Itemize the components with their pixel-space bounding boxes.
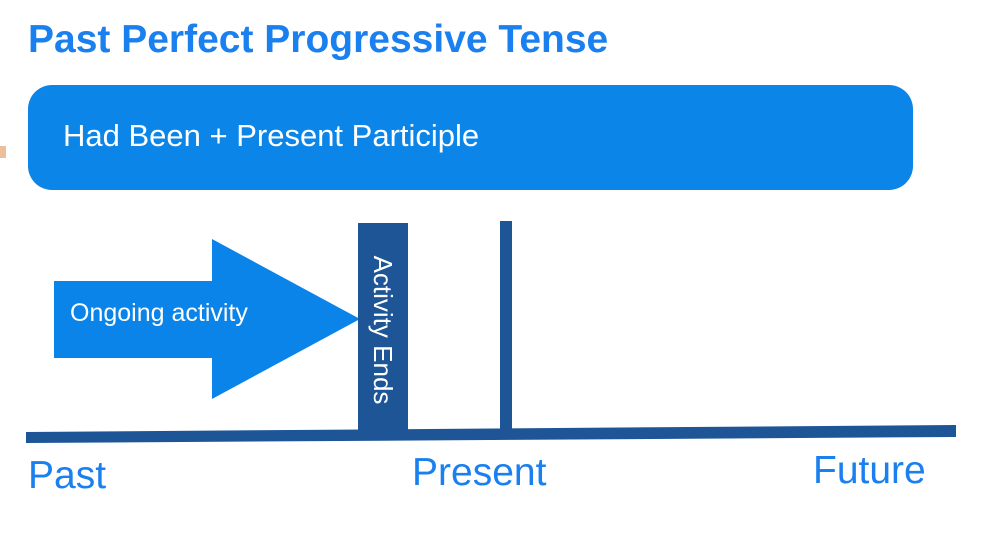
axis-label-present: Present — [412, 451, 547, 494]
formula-box: Had Been + Present Participle — [28, 85, 913, 190]
present-marker-tick — [500, 221, 512, 433]
activity-ends-label: Activity Ends — [368, 255, 398, 404]
page-title: Past Perfect Progressive Tense — [28, 18, 609, 61]
axis-label-past: Past — [28, 454, 107, 497]
ongoing-activity-label: Ongoing activity — [70, 299, 248, 327]
ongoing-activity-arrow: Ongoing activity — [54, 239, 360, 399]
formula-label: Had Been + Present Participle — [63, 118, 480, 153]
axis-label-future: Future — [813, 449, 926, 492]
activity-ends-marker: Activity Ends — [358, 223, 408, 436]
timeline-baseline — [26, 424, 956, 444]
edge-artifact — [0, 146, 6, 158]
